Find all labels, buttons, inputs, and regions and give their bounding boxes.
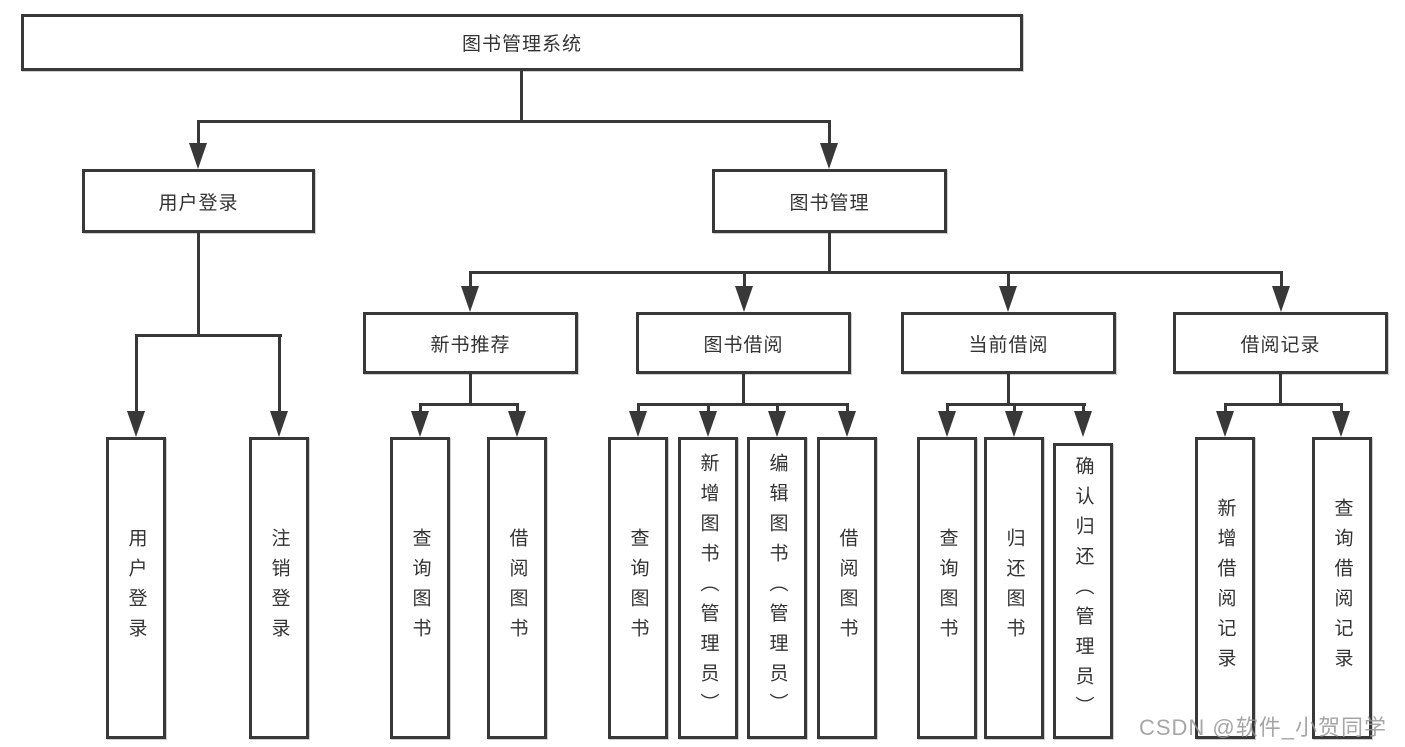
node-book-management-system: 图书管理系统 (21, 14, 1023, 71)
arrow-down-icon (838, 411, 856, 437)
arrow-down-icon (461, 286, 479, 312)
node-new-book-recommend: 新书推荐 (363, 312, 578, 374)
node-borrowing-records: 借阅记录 (1173, 312, 1388, 374)
arrow-down-icon (629, 411, 647, 437)
arrow-down-icon (768, 411, 786, 437)
node-leaf-borrow-books: 借阅图书 (817, 437, 877, 739)
connector-line (516, 403, 519, 415)
connector-line (1007, 374, 1010, 406)
arrow-down-icon (270, 411, 288, 437)
node-leaf-logout: 注销登录 (249, 437, 309, 739)
arrow-down-icon (1005, 411, 1023, 437)
connector-line (469, 374, 472, 406)
node-leaf-edit-books-admin: 编辑图书（管理员） (747, 437, 807, 739)
node-user-login: 用户登录 (82, 169, 315, 233)
connector-line (197, 120, 831, 123)
connector-line (637, 403, 640, 415)
connector-line (637, 403, 848, 406)
connector-line (742, 374, 745, 406)
connector-line (1340, 403, 1343, 415)
connector-line (278, 334, 281, 414)
node-leaf-borrow-books-recommend: 借阅图书 (487, 437, 547, 739)
node-leaf-query-books-current: 查询图书 (917, 437, 977, 739)
connector-line (1224, 403, 1343, 406)
connector-line (707, 403, 710, 415)
node-leaf-return-books: 归还图书 (984, 437, 1044, 739)
arrow-down-icon (1272, 286, 1290, 312)
connector-line (1280, 271, 1283, 289)
connector-line (776, 403, 779, 415)
node-leaf-add-books-admin: 新增图书（管理员） (678, 437, 738, 739)
connector-line (469, 271, 472, 289)
arrow-down-icon (1216, 411, 1234, 437)
node-leaf-confirm-return-admin: 确认归还（管理员） (1053, 443, 1113, 739)
arrow-down-icon (699, 411, 717, 437)
node-leaf-query-borrow-record: 查询借阅记录 (1312, 437, 1372, 739)
connector-line (520, 71, 523, 122)
connector-line (135, 334, 282, 337)
node-book-borrowing: 图书借阅 (636, 312, 851, 374)
connector-line (135, 334, 138, 414)
arrow-down-icon (820, 143, 838, 169)
arrow-down-icon (411, 411, 429, 437)
connector-line (469, 271, 1283, 274)
node-leaf-query-books-recommend: 查询图书 (390, 437, 450, 739)
connector-line (1007, 271, 1010, 289)
node-current-borrowing: 当前借阅 (901, 312, 1116, 374)
node-book-management: 图书管理 (712, 169, 947, 233)
node-leaf-user-login: 用户登录 (106, 437, 166, 739)
connector-line (1224, 403, 1227, 415)
arrow-down-icon (1332, 411, 1350, 437)
connector-line (946, 403, 1086, 406)
arrow-down-icon (189, 143, 207, 169)
connector-line (828, 120, 831, 146)
connector-line (1279, 374, 1282, 406)
node-leaf-add-borrow-record: 新增借阅记录 (1195, 437, 1255, 739)
arrow-down-icon (938, 411, 956, 437)
node-leaf-query-books-borrowing: 查询图书 (608, 437, 668, 739)
connector-line (846, 403, 849, 415)
connector-line (1013, 403, 1016, 415)
connector-line (197, 120, 200, 146)
arrow-down-icon (735, 286, 753, 312)
connector-line (743, 271, 746, 289)
arrow-down-icon (1074, 411, 1092, 437)
connector-line (419, 403, 422, 415)
connector-line (828, 233, 831, 273)
connector-line (946, 403, 949, 415)
arrow-down-icon (999, 286, 1017, 312)
arrow-down-icon (127, 411, 145, 437)
connector-line (419, 403, 519, 406)
connector-line (1082, 403, 1085, 415)
csdn-watermark: CSDN @软件_小贺同学 (1138, 715, 1387, 740)
arrow-down-icon (508, 411, 526, 437)
connector-line (197, 233, 200, 336)
